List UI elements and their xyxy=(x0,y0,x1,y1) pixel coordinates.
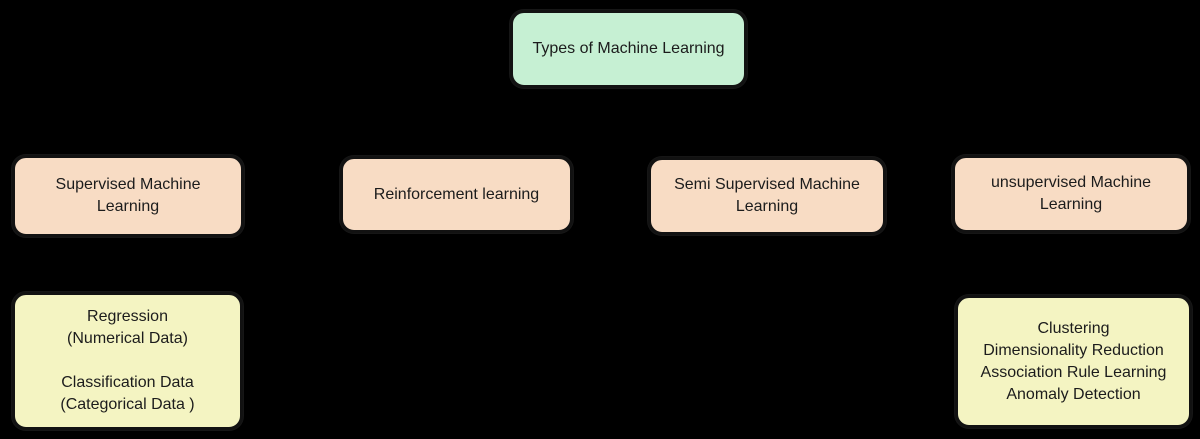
node-line: Clustering xyxy=(1037,319,1110,337)
node-semi-supervised-machine-learning: Semi Supervised Machine Learning xyxy=(648,157,886,235)
node-line: (Numerical Data) xyxy=(67,330,188,347)
node-reinforcement-learning: Reinforcement learning xyxy=(340,156,573,233)
node-line: Dimensionality Reduction xyxy=(983,341,1164,359)
node-supervised-subtypes: Regression (Numerical Data) Classificati… xyxy=(12,292,243,430)
node-line: Classification Data xyxy=(61,374,194,391)
node-label: unsupervised Machine Learning xyxy=(990,174,1152,213)
node-types-of-machine-learning: Types of Machine Learning xyxy=(510,10,747,88)
node-label: Types of Machine Learning xyxy=(532,40,725,57)
node-unsupervised-subtypes: Clustering Dimensionality Reduction Asso… xyxy=(955,295,1192,428)
node-line: (Categorical Data ) xyxy=(60,396,195,413)
node-supervised-machine-learning: Supervised Machine Learning xyxy=(12,155,244,237)
node-label: Supervised Machine Learning xyxy=(55,176,201,215)
node-unsupervised-machine-learning: unsupervised Machine Learning xyxy=(952,155,1190,233)
node-line: Anomaly Detection xyxy=(1006,385,1141,403)
node-label: Semi Supervised Machine Learning xyxy=(674,176,860,215)
node-label: Reinforcement learning xyxy=(373,185,540,203)
node-line: Regression xyxy=(87,308,168,325)
node-line: Association Rule Learning xyxy=(980,363,1167,381)
